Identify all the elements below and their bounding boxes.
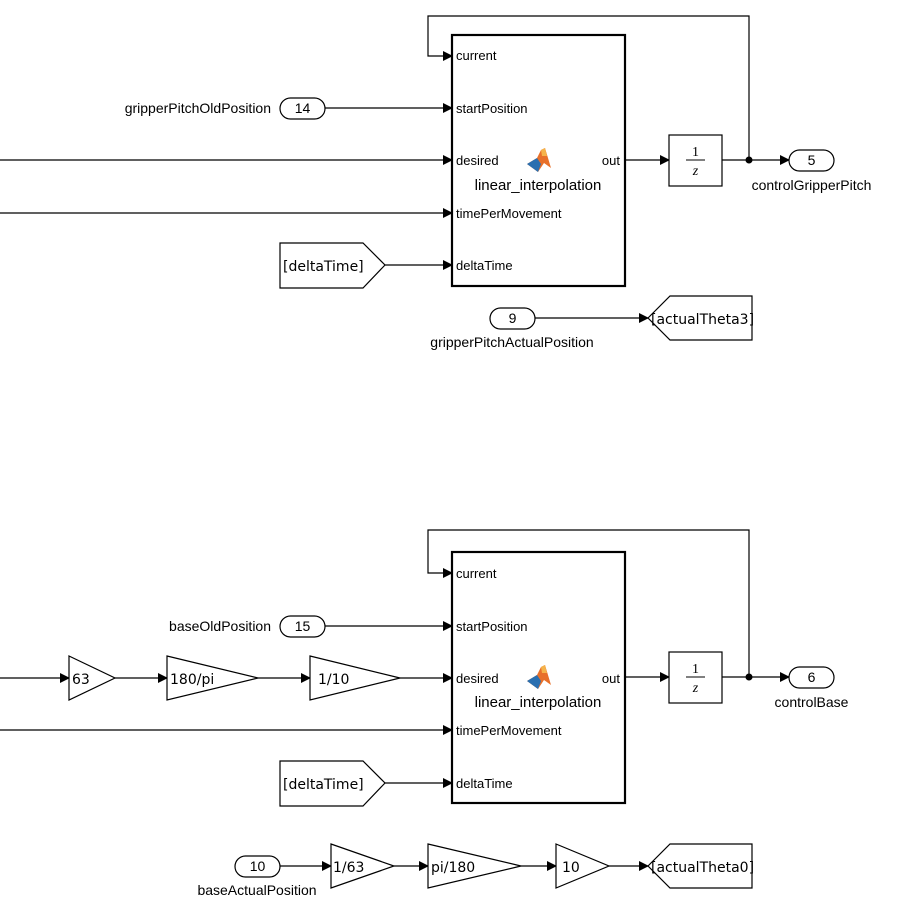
bottom-gain-1-over-10-label: 1/10 bbox=[318, 672, 349, 688]
bottom-port-current: current bbox=[456, 566, 497, 581]
top-feedback-wire[interactable] bbox=[427, 15, 750, 160]
bottom-port-timepermovement: timePerMovement bbox=[456, 723, 562, 738]
bottom-inport-old-position-label: baseOldPosition bbox=[169, 618, 271, 634]
top-inport-old-position-label: gripperPitchOldPosition bbox=[125, 100, 271, 116]
bottom-inport-old-position[interactable] bbox=[279, 615, 326, 638]
bottom-unit-delay-numerator: 1 bbox=[692, 662, 699, 677]
bottom-unit-delay-denominator: z bbox=[692, 681, 699, 696]
bottom-outport[interactable] bbox=[788, 666, 835, 689]
bottom-port-startposition: startPosition bbox=[456, 619, 528, 634]
bottom-outport-label: controlBase bbox=[775, 694, 849, 710]
bottom-from-deltatime-label: [deltaTime] bbox=[283, 777, 364, 793]
top-port-out: out bbox=[602, 153, 620, 168]
bottom-subsystem: current startPosition desired timePerMov… bbox=[0, 529, 849, 898]
top-inport-old-position[interactable] bbox=[279, 97, 326, 120]
bottom-goto-actualtheta0[interactable] bbox=[647, 843, 753, 889]
top-inport-old-position-number: 14 bbox=[295, 100, 311, 116]
bottom-goto-actualtheta0-label: [actualTheta0] bbox=[651, 860, 754, 876]
bottom-port-deltatime: deltaTime bbox=[456, 776, 513, 791]
top-outport-number: 5 bbox=[808, 152, 816, 168]
bottom-gain-180-over-pi[interactable] bbox=[166, 655, 259, 701]
top-port-deltatime: deltaTime bbox=[456, 258, 513, 273]
top-unit-delay-denominator: z bbox=[692, 164, 699, 179]
bottom-gain-10-label: 10 bbox=[562, 860, 580, 876]
top-goto-actualtheta3-label: [actualTheta3] bbox=[651, 312, 754, 328]
bottom-outport-number: 6 bbox=[808, 669, 816, 685]
bottom-inport-actual-label: baseActualPosition bbox=[197, 882, 316, 898]
top-inport-actual-number: 9 bbox=[509, 310, 517, 326]
bottom-gain-180-over-pi-label: 180/pi bbox=[170, 672, 214, 688]
bottom-inport-actual-number: 10 bbox=[250, 858, 266, 874]
bottom-block-name: linear_interpolation bbox=[475, 694, 602, 711]
bottom-port-out: out bbox=[602, 671, 620, 686]
bottom-branch-point bbox=[745, 673, 753, 681]
top-port-startposition: startPosition bbox=[456, 101, 528, 116]
top-goto-actualtheta3[interactable] bbox=[647, 295, 753, 341]
top-branch-point bbox=[745, 156, 753, 164]
top-port-desired: desired bbox=[456, 153, 499, 168]
bottom-port-desired: desired bbox=[456, 671, 499, 686]
bottom-gain-pi-over-180-label: pi/180 bbox=[431, 860, 475, 876]
bottom-inport-old-position-number: 15 bbox=[295, 618, 311, 634]
top-outport[interactable] bbox=[788, 149, 835, 172]
bottom-gain-10[interactable] bbox=[555, 843, 611, 889]
top-outport-label: controlGripperPitch bbox=[752, 177, 872, 193]
top-port-current: current bbox=[456, 48, 497, 63]
bottom-gain-pi-over-180[interactable] bbox=[427, 843, 522, 889]
bottom-inport-actual[interactable] bbox=[234, 855, 281, 878]
top-port-timepermovement: timePerMovement bbox=[456, 206, 562, 221]
top-from-deltatime-label: [deltaTime] bbox=[283, 259, 364, 275]
top-inport-actual-label: gripperPitchActualPosition bbox=[430, 334, 593, 350]
top-block-name: linear_interpolation bbox=[475, 177, 602, 194]
top-unit-delay-numerator: 1 bbox=[692, 145, 699, 160]
bottom-gain-1-over-10[interactable] bbox=[309, 655, 401, 701]
top-subsystem: current startPosition desired timePerMov… bbox=[0, 15, 872, 350]
top-inport-actual[interactable] bbox=[489, 307, 536, 330]
bottom-from-deltatime[interactable] bbox=[279, 760, 386, 807]
bottom-gain-63[interactable] bbox=[68, 655, 117, 701]
matlab-function-icon bbox=[527, 148, 551, 172]
bottom-gain-63-label: 63 bbox=[72, 672, 90, 688]
bottom-feedback-wire[interactable] bbox=[427, 529, 750, 677]
bottom-gain-1-over-63[interactable] bbox=[330, 843, 396, 889]
top-from-deltatime[interactable] bbox=[279, 242, 386, 289]
bottom-gain-1-over-63-label: 1/63 bbox=[333, 860, 364, 876]
matlab-function-icon bbox=[527, 665, 551, 689]
